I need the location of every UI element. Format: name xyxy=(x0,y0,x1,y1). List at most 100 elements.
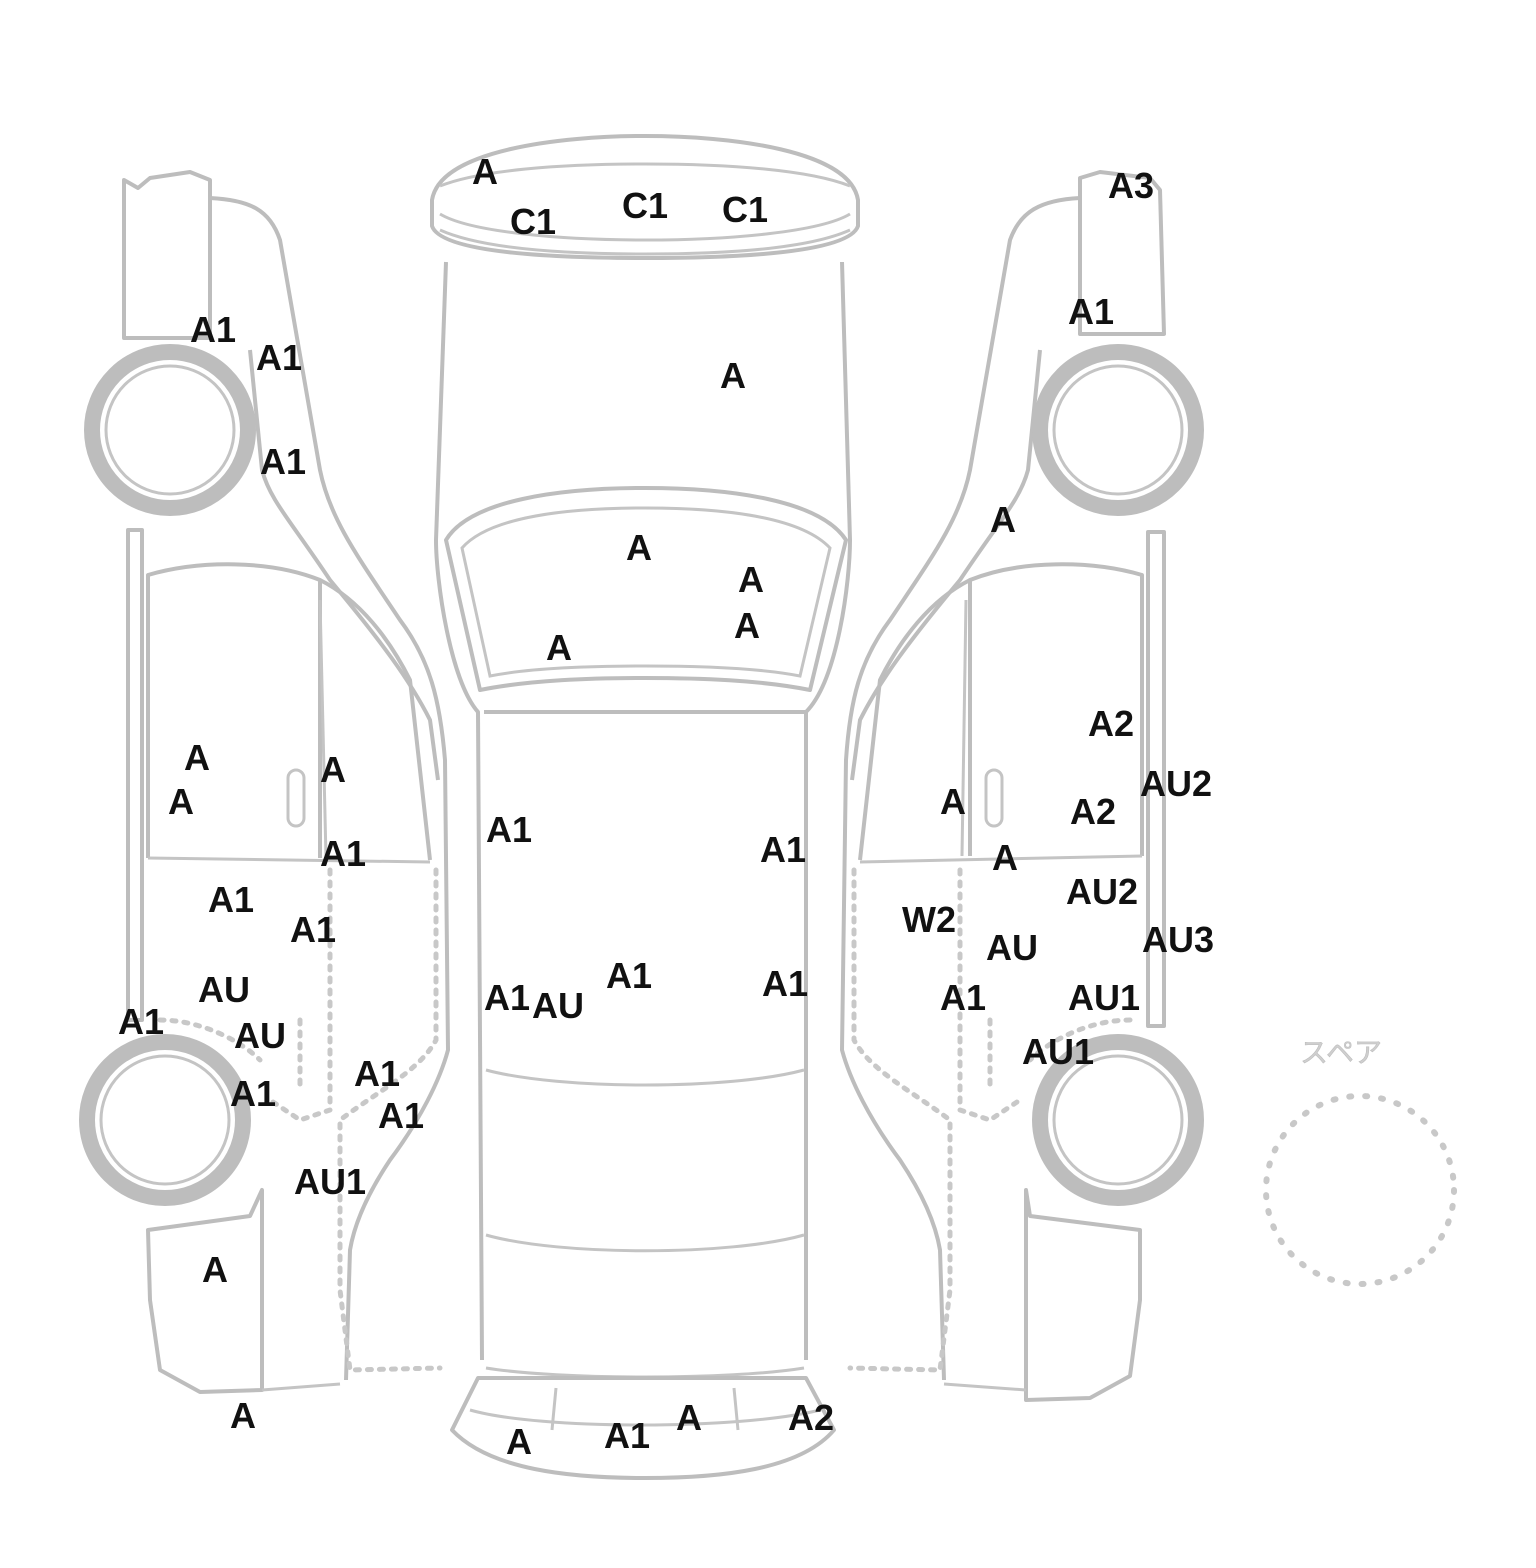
cabin-arc-2 xyxy=(485,1233,805,1253)
left-door-split xyxy=(318,599,328,859)
front-bumper-line-3 xyxy=(732,1387,740,1431)
mark-left-rear-door-a1-low: A1 xyxy=(320,833,366,874)
mark-roof-a: A xyxy=(472,151,498,192)
left-quarter-inner xyxy=(248,349,440,781)
rear-bumper-line-2 xyxy=(439,228,851,256)
mark-center-right-a1-lower: A1 xyxy=(762,963,808,1004)
mark-hood-a: A xyxy=(720,355,746,396)
mark-front-bumper-a-left: A xyxy=(506,1421,532,1462)
mark-center-a1-mid: A1 xyxy=(606,955,652,996)
mark-front-bumper-a1: A1 xyxy=(604,1415,650,1456)
mark-left-rear-door-a1: A xyxy=(184,737,210,778)
mark-windshield-a-top: A xyxy=(626,527,652,568)
left-rear-tail-panel xyxy=(122,170,212,340)
left-quarter-outline xyxy=(209,196,450,1381)
mark-left-quarter-a1-lower: A1 xyxy=(260,441,306,482)
right-lower-dotted-1 xyxy=(957,867,1023,1123)
rear-window-inner xyxy=(460,506,832,678)
mark-left-bumper-a: A xyxy=(202,1249,228,1290)
spare-tire-ring xyxy=(1263,1093,1457,1287)
mark-front-bumper-a: A xyxy=(676,1397,702,1438)
mark-left-bumper-a-low: A xyxy=(230,1395,256,1436)
mark-right-au1b: AU1 xyxy=(1022,1031,1094,1072)
mark-center-au: AU xyxy=(532,985,584,1026)
right-lower-dotted-4 xyxy=(1027,1017,1133,1063)
mark-windshield-a-left: A xyxy=(546,627,572,668)
left-door-belt xyxy=(147,856,431,864)
right-door-belt xyxy=(859,854,1143,864)
left-rear-door xyxy=(146,562,322,858)
right-rear-tail-panel xyxy=(1078,170,1166,336)
right-front-wheel xyxy=(1032,1034,1204,1206)
mark-left-front-door-a1: A1 xyxy=(208,879,254,920)
right-rear-wheel xyxy=(1032,344,1204,516)
right-door-handle xyxy=(984,768,1004,828)
left-side-skirt-bar xyxy=(126,528,144,1022)
mark-left-tail-a1: A1 xyxy=(190,309,236,350)
right-door-split xyxy=(960,599,968,857)
right-side-skirt-bar xyxy=(1146,530,1166,1028)
left-lower-dotted-4 xyxy=(157,1017,263,1063)
rear-window xyxy=(444,486,848,692)
mark-right-au3: AU3 xyxy=(1142,919,1214,960)
left-rear-wheel xyxy=(84,344,256,516)
mark-left-front-au: AU xyxy=(198,969,250,1010)
mark-right-rear-au2: AU2 xyxy=(1140,763,1212,804)
mark-left-rear-door-a3: A xyxy=(320,749,346,790)
left-lower-dotted-2 xyxy=(337,867,443,1373)
mark-front-bumper-a2: A2 xyxy=(788,1397,834,1438)
mark-right-tail-a3: A3 xyxy=(1108,165,1154,206)
mark-left-front-au1: AU1 xyxy=(294,1161,366,1202)
front-bumper-line-2 xyxy=(550,1387,558,1431)
mark-center-right-a1-upper: A1 xyxy=(760,829,806,870)
right-quarter-outline xyxy=(840,196,1081,1381)
mark-right-a1: A1 xyxy=(940,977,986,1018)
mark-right-rear-a2: A2 xyxy=(1088,703,1134,744)
mark-left-sill-a1: A1 xyxy=(354,1053,400,1094)
left-front-door xyxy=(319,578,432,861)
mark-right-au1: AU1 xyxy=(1068,977,1140,1018)
damage-marks: A C1 C1 C1 A A A A A A1 A1 A1 A A A A1 A… xyxy=(118,151,1214,1462)
mark-right-pillar-a: A xyxy=(990,499,1016,540)
mark-windshield-a-right2: A xyxy=(734,605,760,646)
mark-roof-c1-mid: C1 xyxy=(622,185,668,226)
mark-center-left-a1-upper: A1 xyxy=(486,809,532,850)
mark-right-au: AU xyxy=(986,927,1038,968)
mark-center-left-a1-lower: A1 xyxy=(484,977,530,1018)
mark-roof-c1-left: C1 xyxy=(510,201,556,242)
mark-roof-c1-right: C1 xyxy=(722,189,768,230)
mark-right-door-a: A xyxy=(940,781,966,822)
mark-left-fender-a1: A1 xyxy=(118,1001,164,1042)
mark-left-front-door-a1b: A1 xyxy=(290,909,336,950)
right-quarter-inner xyxy=(850,349,1042,781)
mark-right-tail-a1: A1 xyxy=(1068,291,1114,332)
left-lower-dotted-1 xyxy=(267,867,333,1123)
left-front-bumper-edge xyxy=(261,1382,341,1392)
left-front-bumper-panel xyxy=(146,1188,264,1394)
mark-right-door-a2: A xyxy=(992,837,1018,878)
rear-bumper-line-1 xyxy=(439,212,851,242)
front-bumper-top xyxy=(450,1376,836,1480)
left-door-handle xyxy=(286,768,306,828)
mark-right-rear-a2b: A2 xyxy=(1070,791,1116,832)
right-side-view xyxy=(840,170,1204,1402)
mark-left-quarter-a1: A1 xyxy=(256,337,302,378)
left-front-wheel xyxy=(79,1034,251,1206)
top-body-outline-right xyxy=(804,261,852,1360)
right-lower-dotted-2 xyxy=(847,867,953,1373)
mark-left-fender-au: AU xyxy=(234,1015,286,1056)
top-body-outline xyxy=(434,261,484,1361)
cabin-arc-3 xyxy=(485,1366,805,1379)
mark-left-sill-a1b: A1 xyxy=(378,1095,424,1136)
right-rear-door xyxy=(968,562,1144,856)
mark-windshield-a-right1: A xyxy=(738,559,764,600)
mark-left-rear-door-a2: A xyxy=(168,781,194,822)
left-side-view xyxy=(79,170,450,1394)
right-front-bumper-edge xyxy=(943,1382,1027,1392)
cabin-arc-1 xyxy=(485,1068,805,1087)
rear-bumper-line-3 xyxy=(439,162,851,188)
mark-right-w2: W2 xyxy=(902,899,956,940)
right-front-door xyxy=(858,578,971,861)
spare-tire: スペア xyxy=(1263,1036,1457,1287)
